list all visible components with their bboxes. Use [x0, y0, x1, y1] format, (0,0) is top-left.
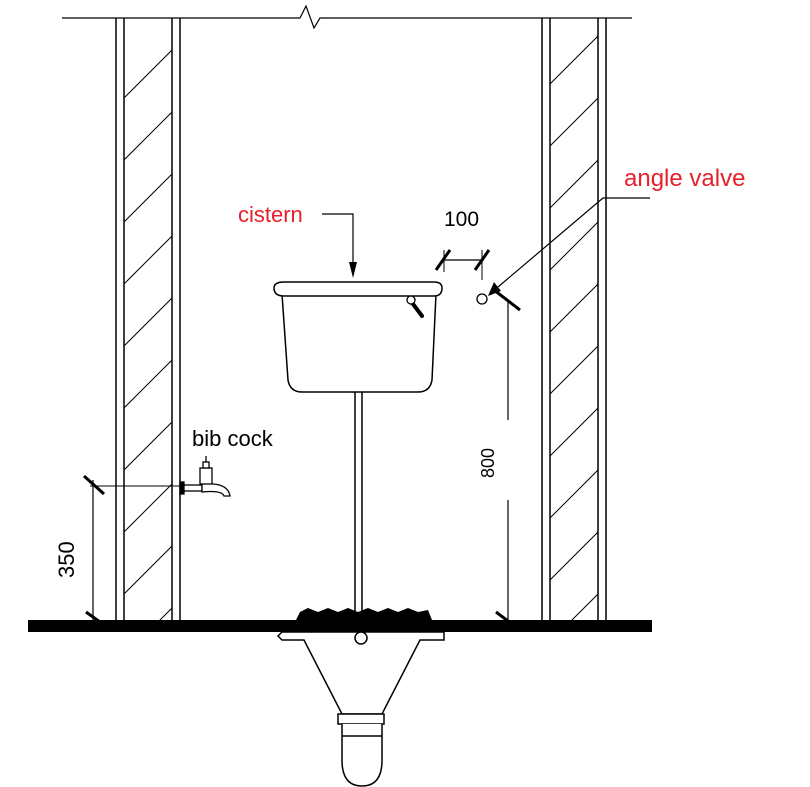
angle-valve-label: angle valve — [624, 165, 745, 192]
left-wall — [115, 18, 181, 622]
flush-lever — [406, 295, 424, 318]
dimension-800 — [493, 288, 521, 626]
cistern-tank — [273, 281, 443, 393]
right-wall — [541, 18, 607, 622]
cistern-leader-line — [322, 213, 354, 266]
ceiling-break-line — [62, 4, 632, 30]
cistern-label: cistern — [238, 202, 303, 227]
bib-cock-tap — [179, 456, 231, 497]
bib-cock-label: bib cock — [192, 426, 274, 451]
squat-pan-rim — [296, 608, 432, 620]
dimension-100 — [434, 249, 491, 280]
angle-valve-leader-arrow — [488, 282, 501, 296]
floor-slab — [28, 620, 652, 632]
trap — [337, 713, 385, 787]
angle-valve-symbol — [476, 293, 488, 305]
flush-pipe — [354, 392, 363, 612]
angle-valve-leader-line — [497, 197, 650, 288]
cistern-leader-arrow — [349, 262, 357, 278]
dimension-350-label: 350 — [54, 541, 79, 578]
dimension-800-label: 800 — [478, 448, 498, 478]
dimension-100-label: 100 — [444, 208, 479, 231]
squat-pan-body — [276, 631, 445, 715]
dimension-350 — [82, 474, 180, 624]
